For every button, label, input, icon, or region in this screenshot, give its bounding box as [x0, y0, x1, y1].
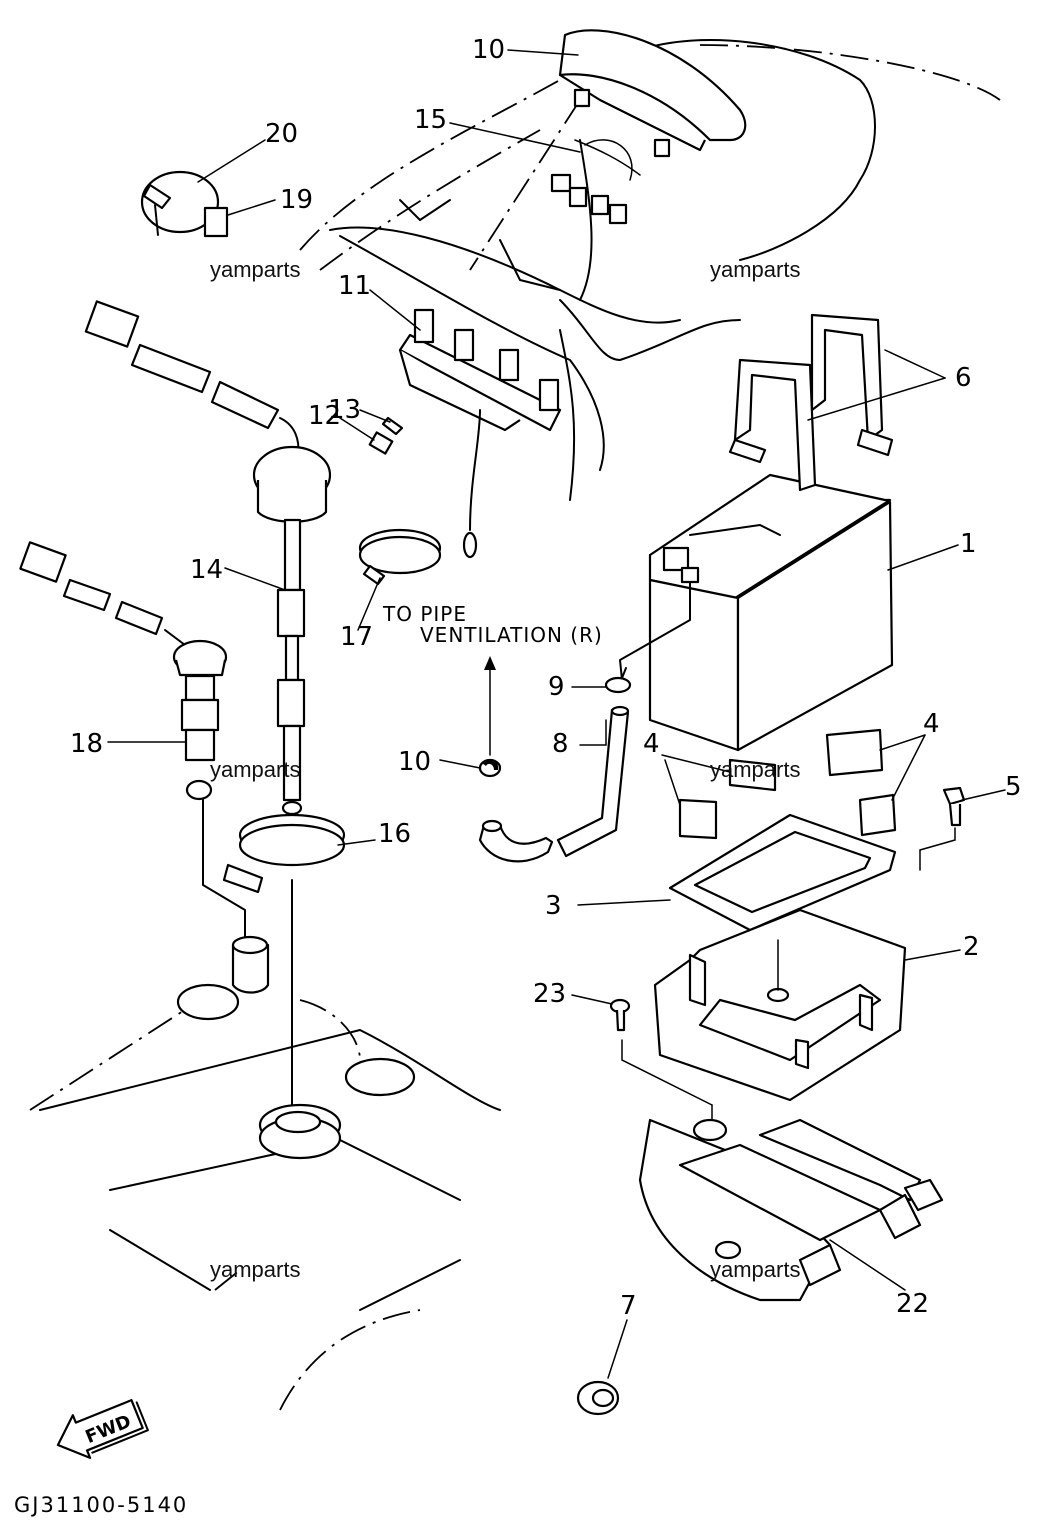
callout-2: 2: [963, 932, 980, 962]
part-5-bolt: [919, 786, 966, 871]
part-19-sensor-lead: [19, 541, 270, 994]
note-to-pipe: TO PIPE: [382, 602, 467, 626]
fwd-arrow: FWD: [56, 1399, 149, 1459]
watermark: yamparts: [210, 257, 300, 282]
part-9-clip: [604, 667, 632, 694]
part-7-grommet: [576, 1380, 620, 1416]
watermark: yamparts: [210, 757, 300, 782]
part-16-clamp: [176, 813, 416, 1160]
callout-15: 14: [190, 555, 223, 585]
callout-18: 17: [340, 622, 373, 652]
callout-6: 6: [955, 363, 972, 393]
note-ventilation: VENTILATION (R): [420, 623, 603, 647]
part-12-holder: [398, 308, 562, 559]
part-23-screw: [609, 998, 713, 1106]
vent-arrow: [484, 656, 496, 756]
part-2-battery-box: [653, 908, 907, 1102]
part-1-battery: [619, 473, 894, 752]
part-13-nut: [368, 431, 394, 455]
watermark: yamparts: [710, 257, 800, 282]
part-6-bands: [728, 313, 894, 492]
part-22-bracket: [638, 1104, 944, 1302]
callout-4a: 4: [923, 709, 940, 739]
part-21-band: [140, 170, 220, 236]
watermark: yamparts: [710, 757, 800, 782]
part-10-clip: [478, 758, 502, 778]
part-8-breather-hose: [478, 705, 630, 863]
callout-17: 15: [414, 105, 447, 135]
diagram-code: GJ31100-5140: [14, 1493, 188, 1517]
callout-1: 1: [960, 529, 977, 559]
watermark: yamparts: [210, 1257, 300, 1282]
callout-12: 11: [338, 271, 371, 301]
part-15-sensor-lead: [84, 300, 332, 816]
part-17-connectors: [550, 139, 641, 225]
callout-9: 9: [548, 672, 565, 702]
part-20-holder: [203, 206, 229, 238]
callout-21: 20: [265, 119, 298, 149]
callout-5: 5: [1005, 772, 1022, 802]
callout-19: 18: [70, 729, 103, 759]
callout-11: 10: [472, 35, 505, 65]
callout-3: 3: [545, 891, 562, 921]
part-11-tail-lamp: [558, 29, 747, 158]
callout-14: 13: [328, 395, 361, 425]
callout-10: 10: [398, 747, 431, 777]
callout-22: 22: [896, 1289, 929, 1319]
callout-20: 19: [280, 185, 313, 215]
watermark: yamparts: [710, 1257, 800, 1282]
callout-16: 16: [378, 819, 411, 849]
leader-lines: [107, 49, 1006, 1379]
callout-13: 12: [308, 401, 341, 431]
callout-8: 8: [552, 729, 569, 759]
part-4-pads: [678, 728, 897, 840]
part-18-clamp: [358, 528, 442, 586]
watermarks: yamparts yamparts yamparts yamparts yamp…: [210, 257, 800, 1282]
callout-7: 7: [620, 1291, 637, 1321]
callout-labels: 10 15 20 19 11 13 12 14 17 18 16 10 8 9 …: [70, 35, 1022, 1321]
callout-23: 23: [533, 979, 566, 1009]
callout-4b: 4: [643, 729, 660, 759]
part-14-bolt: [381, 416, 404, 436]
part-3-mat: [668, 813, 897, 932]
